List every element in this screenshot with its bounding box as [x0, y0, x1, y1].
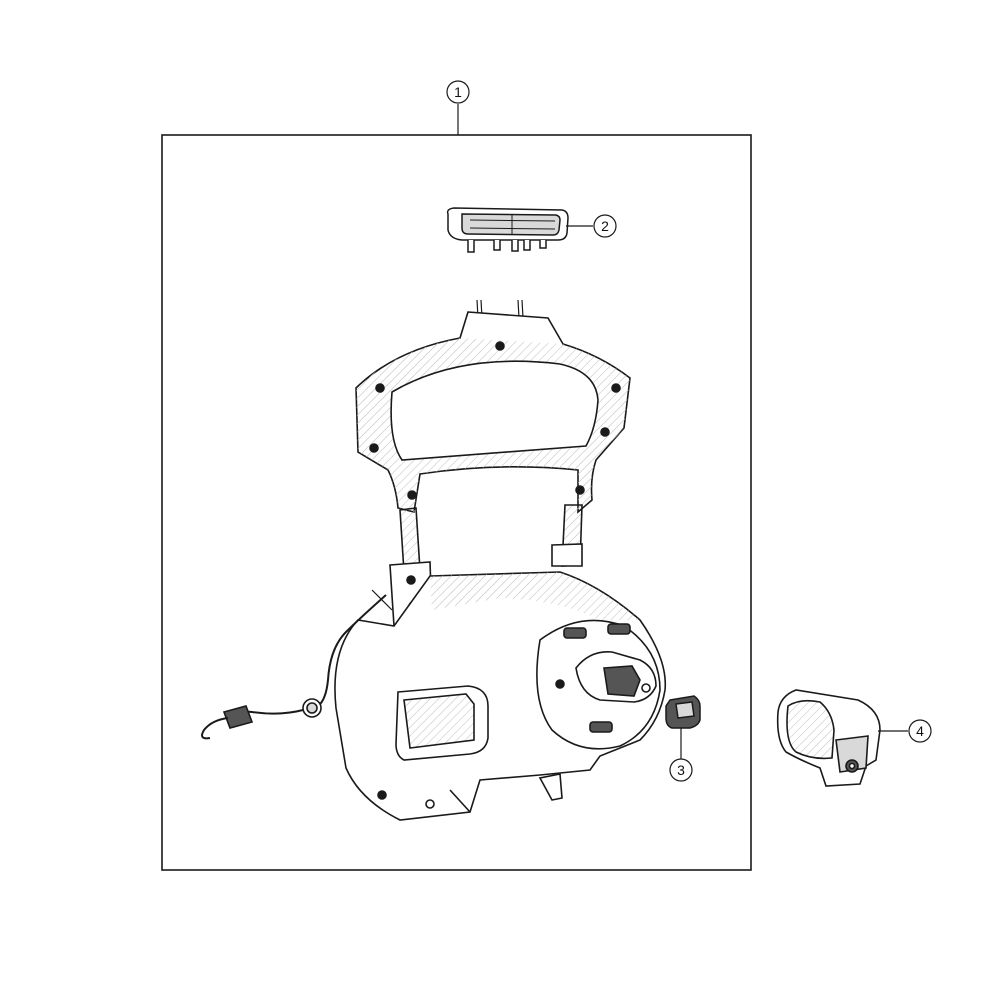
callout-2: 2 — [566, 214, 617, 238]
callout-4: 4 — [878, 719, 932, 743]
callout-1: 1 — [446, 80, 470, 135]
housing-assembly-part — [201, 299, 667, 821]
side-module-part — [776, 689, 881, 787]
callout-2-label: 2 — [601, 218, 609, 234]
callout-3-label: 3 — [677, 762, 685, 778]
diagram-frame — [161, 134, 752, 871]
callout-3: 3 — [669, 728, 693, 782]
small-connector-part — [665, 695, 701, 729]
callout-4-label: 4 — [916, 723, 924, 739]
callout-1-label: 1 — [454, 84, 462, 100]
upper-module-part — [446, 207, 569, 253]
